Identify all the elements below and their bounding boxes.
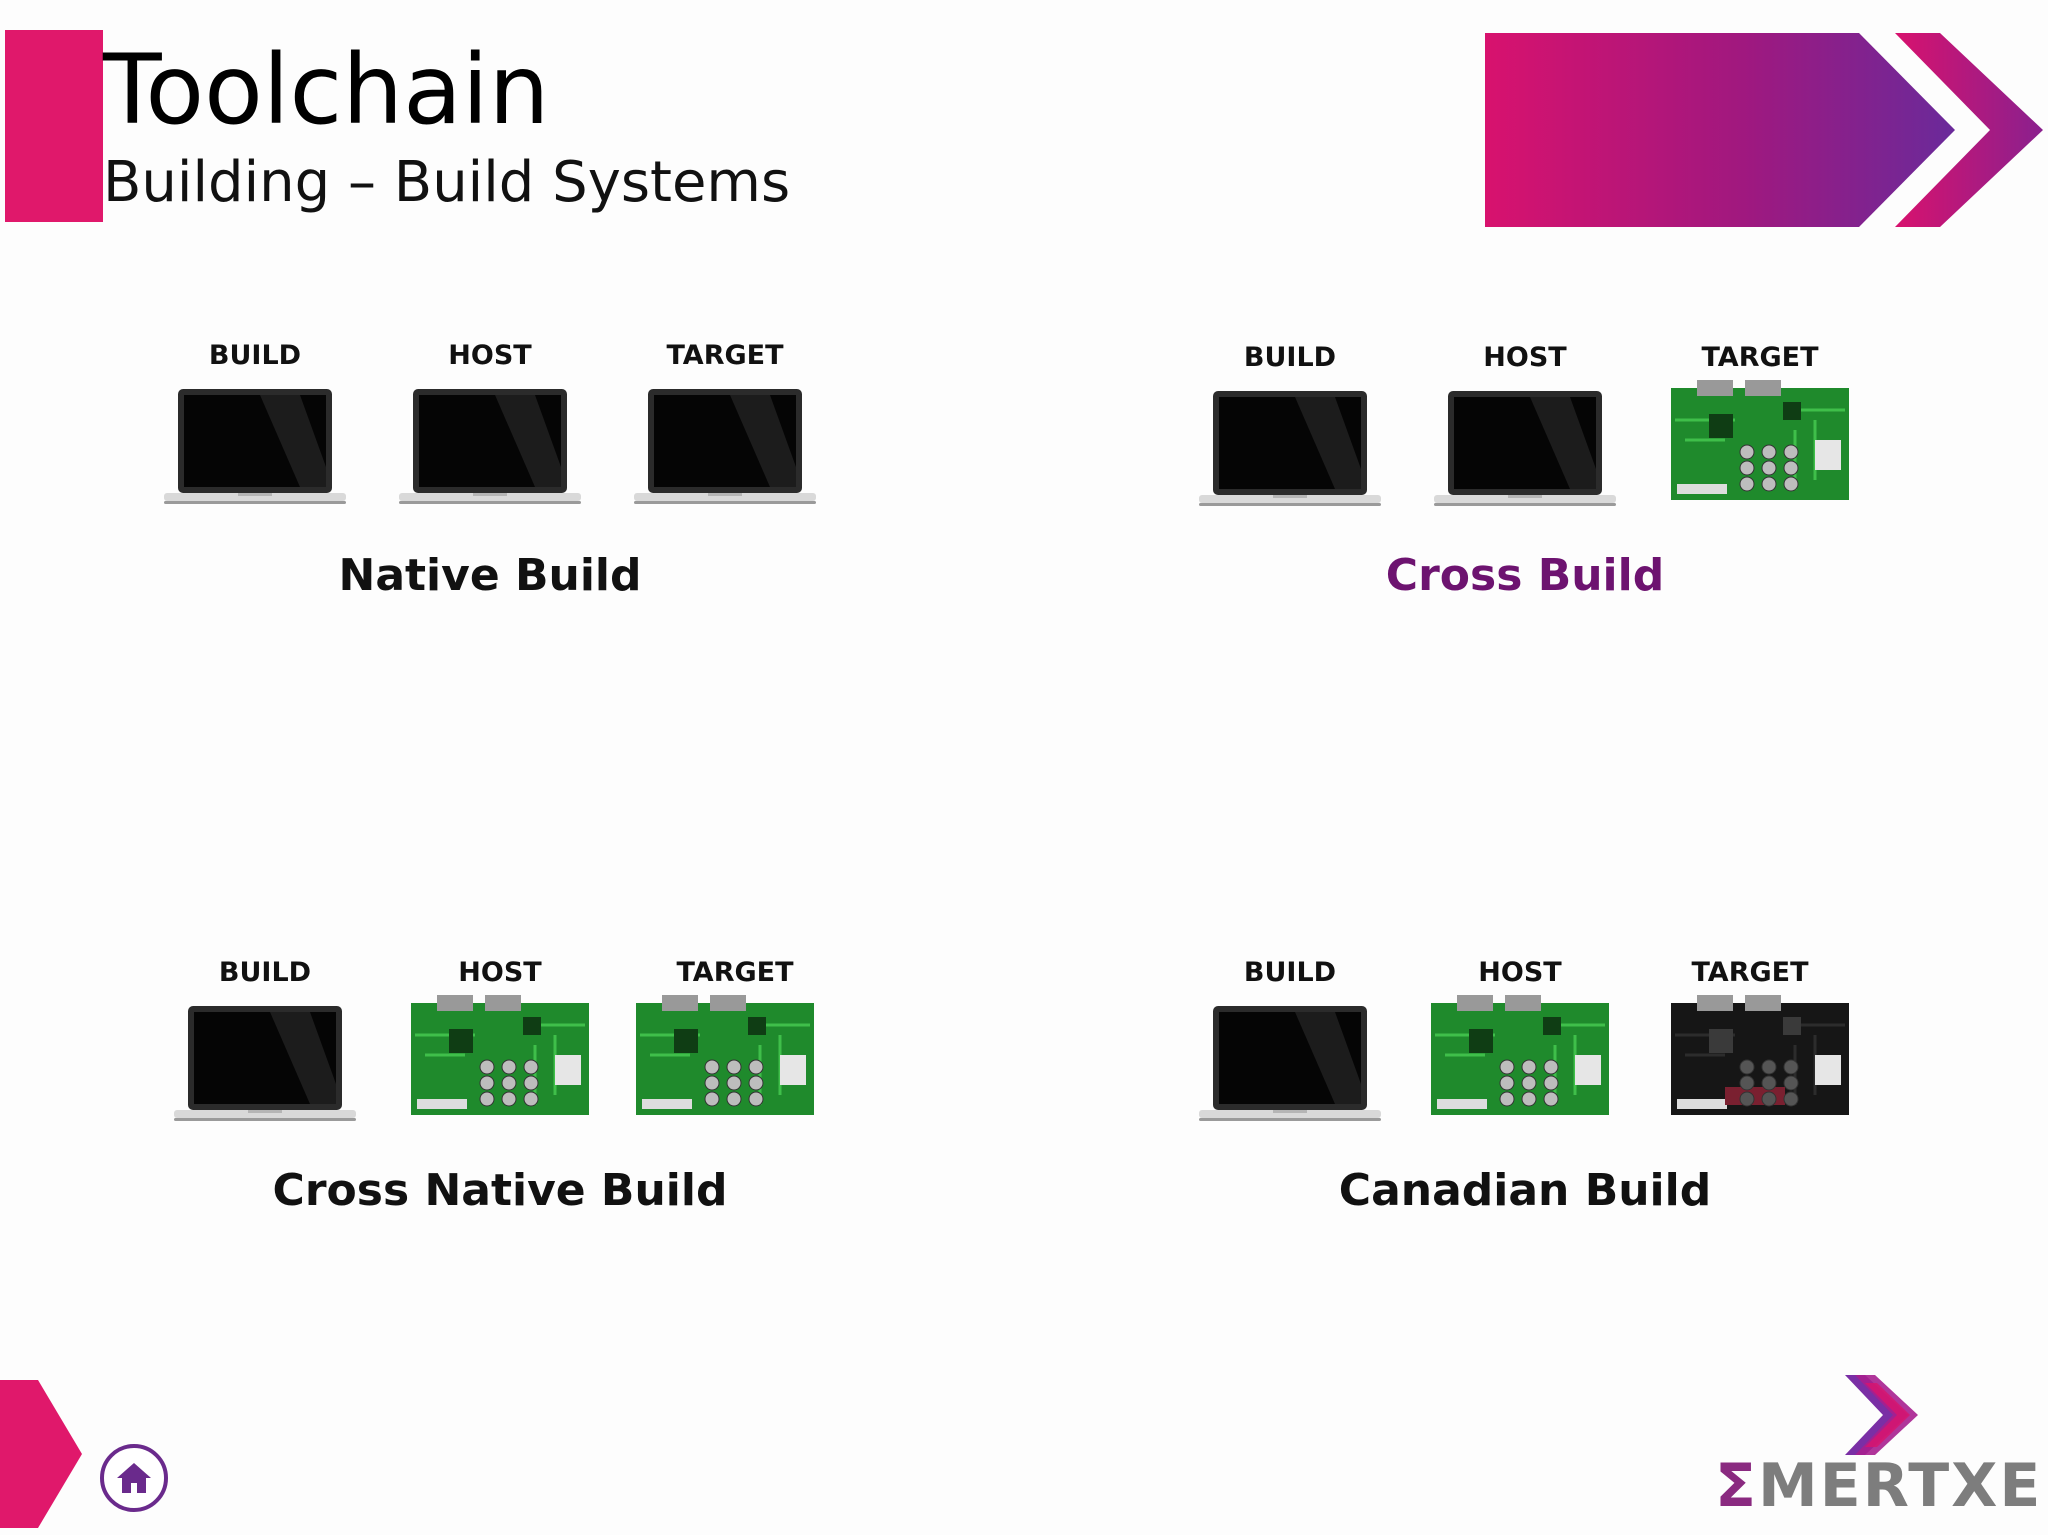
laptop-icon bbox=[1195, 1002, 1385, 1127]
circuit-board-icon bbox=[630, 995, 820, 1120]
build-label: BUILD bbox=[208, 340, 302, 371]
build-label: BUILD bbox=[218, 957, 312, 988]
canadian-build-caption: Canadian Build bbox=[1338, 1165, 1712, 1216]
host-label: HOST bbox=[458, 957, 542, 988]
black-circuit-board-icon bbox=[1665, 995, 1855, 1120]
quadrant-canadian-build: BUILD HOST TARGET Canadian Build bbox=[1175, 955, 1875, 1235]
target-label: TARGET bbox=[676, 957, 794, 988]
logo-text: MERTXE bbox=[1758, 1451, 2043, 1521]
cross-native-build-caption: Cross Native Build bbox=[272, 1165, 728, 1216]
target-label: TARGET bbox=[1691, 957, 1809, 988]
target-label: TARGET bbox=[666, 340, 784, 371]
build-label: BUILD bbox=[1243, 342, 1337, 373]
host-label: HOST bbox=[448, 340, 532, 371]
host-label: HOST bbox=[1483, 342, 1567, 373]
home-button[interactable] bbox=[100, 1444, 168, 1512]
circuit-board-icon bbox=[1425, 995, 1615, 1120]
title-accent-bar bbox=[5, 30, 103, 222]
laptop-icon bbox=[1195, 387, 1385, 512]
laptop-icon bbox=[1430, 387, 1620, 512]
page-title: Toolchain bbox=[103, 34, 550, 146]
header-banner-graphic bbox=[1485, 33, 2043, 227]
quadrant-cross-native-build: BUILD HOST TARGET Cross Native Build bbox=[150, 955, 850, 1235]
laptop-icon bbox=[395, 385, 585, 510]
quadrant-cross-build: BUILD HOST TARGET Cross Build bbox=[1175, 340, 1875, 620]
laptop-icon bbox=[170, 1002, 360, 1127]
target-label: TARGET bbox=[1701, 342, 1819, 373]
laptop-icon bbox=[630, 385, 820, 510]
laptop-icon bbox=[160, 385, 350, 510]
circuit-board-icon bbox=[405, 995, 595, 1120]
cross-build-caption: Cross Build bbox=[1385, 550, 1665, 601]
footer-arrow-graphic bbox=[0, 1380, 82, 1528]
build-label: BUILD bbox=[1243, 957, 1337, 988]
logo-sigma: Σ bbox=[1715, 1451, 1758, 1521]
emertxe-logo: ΣMERTXE bbox=[1715, 1375, 2040, 1525]
page-subtitle: Building – Build Systems bbox=[103, 150, 791, 215]
circuit-board-icon bbox=[1665, 380, 1855, 505]
host-label: HOST bbox=[1478, 957, 1562, 988]
home-icon bbox=[117, 1463, 151, 1493]
native-build-caption: Native Build bbox=[338, 550, 642, 601]
logo-chevron-icon bbox=[1845, 1375, 1918, 1455]
quadrant-native-build: BUILD HOST TARGET Native Build bbox=[140, 340, 840, 620]
